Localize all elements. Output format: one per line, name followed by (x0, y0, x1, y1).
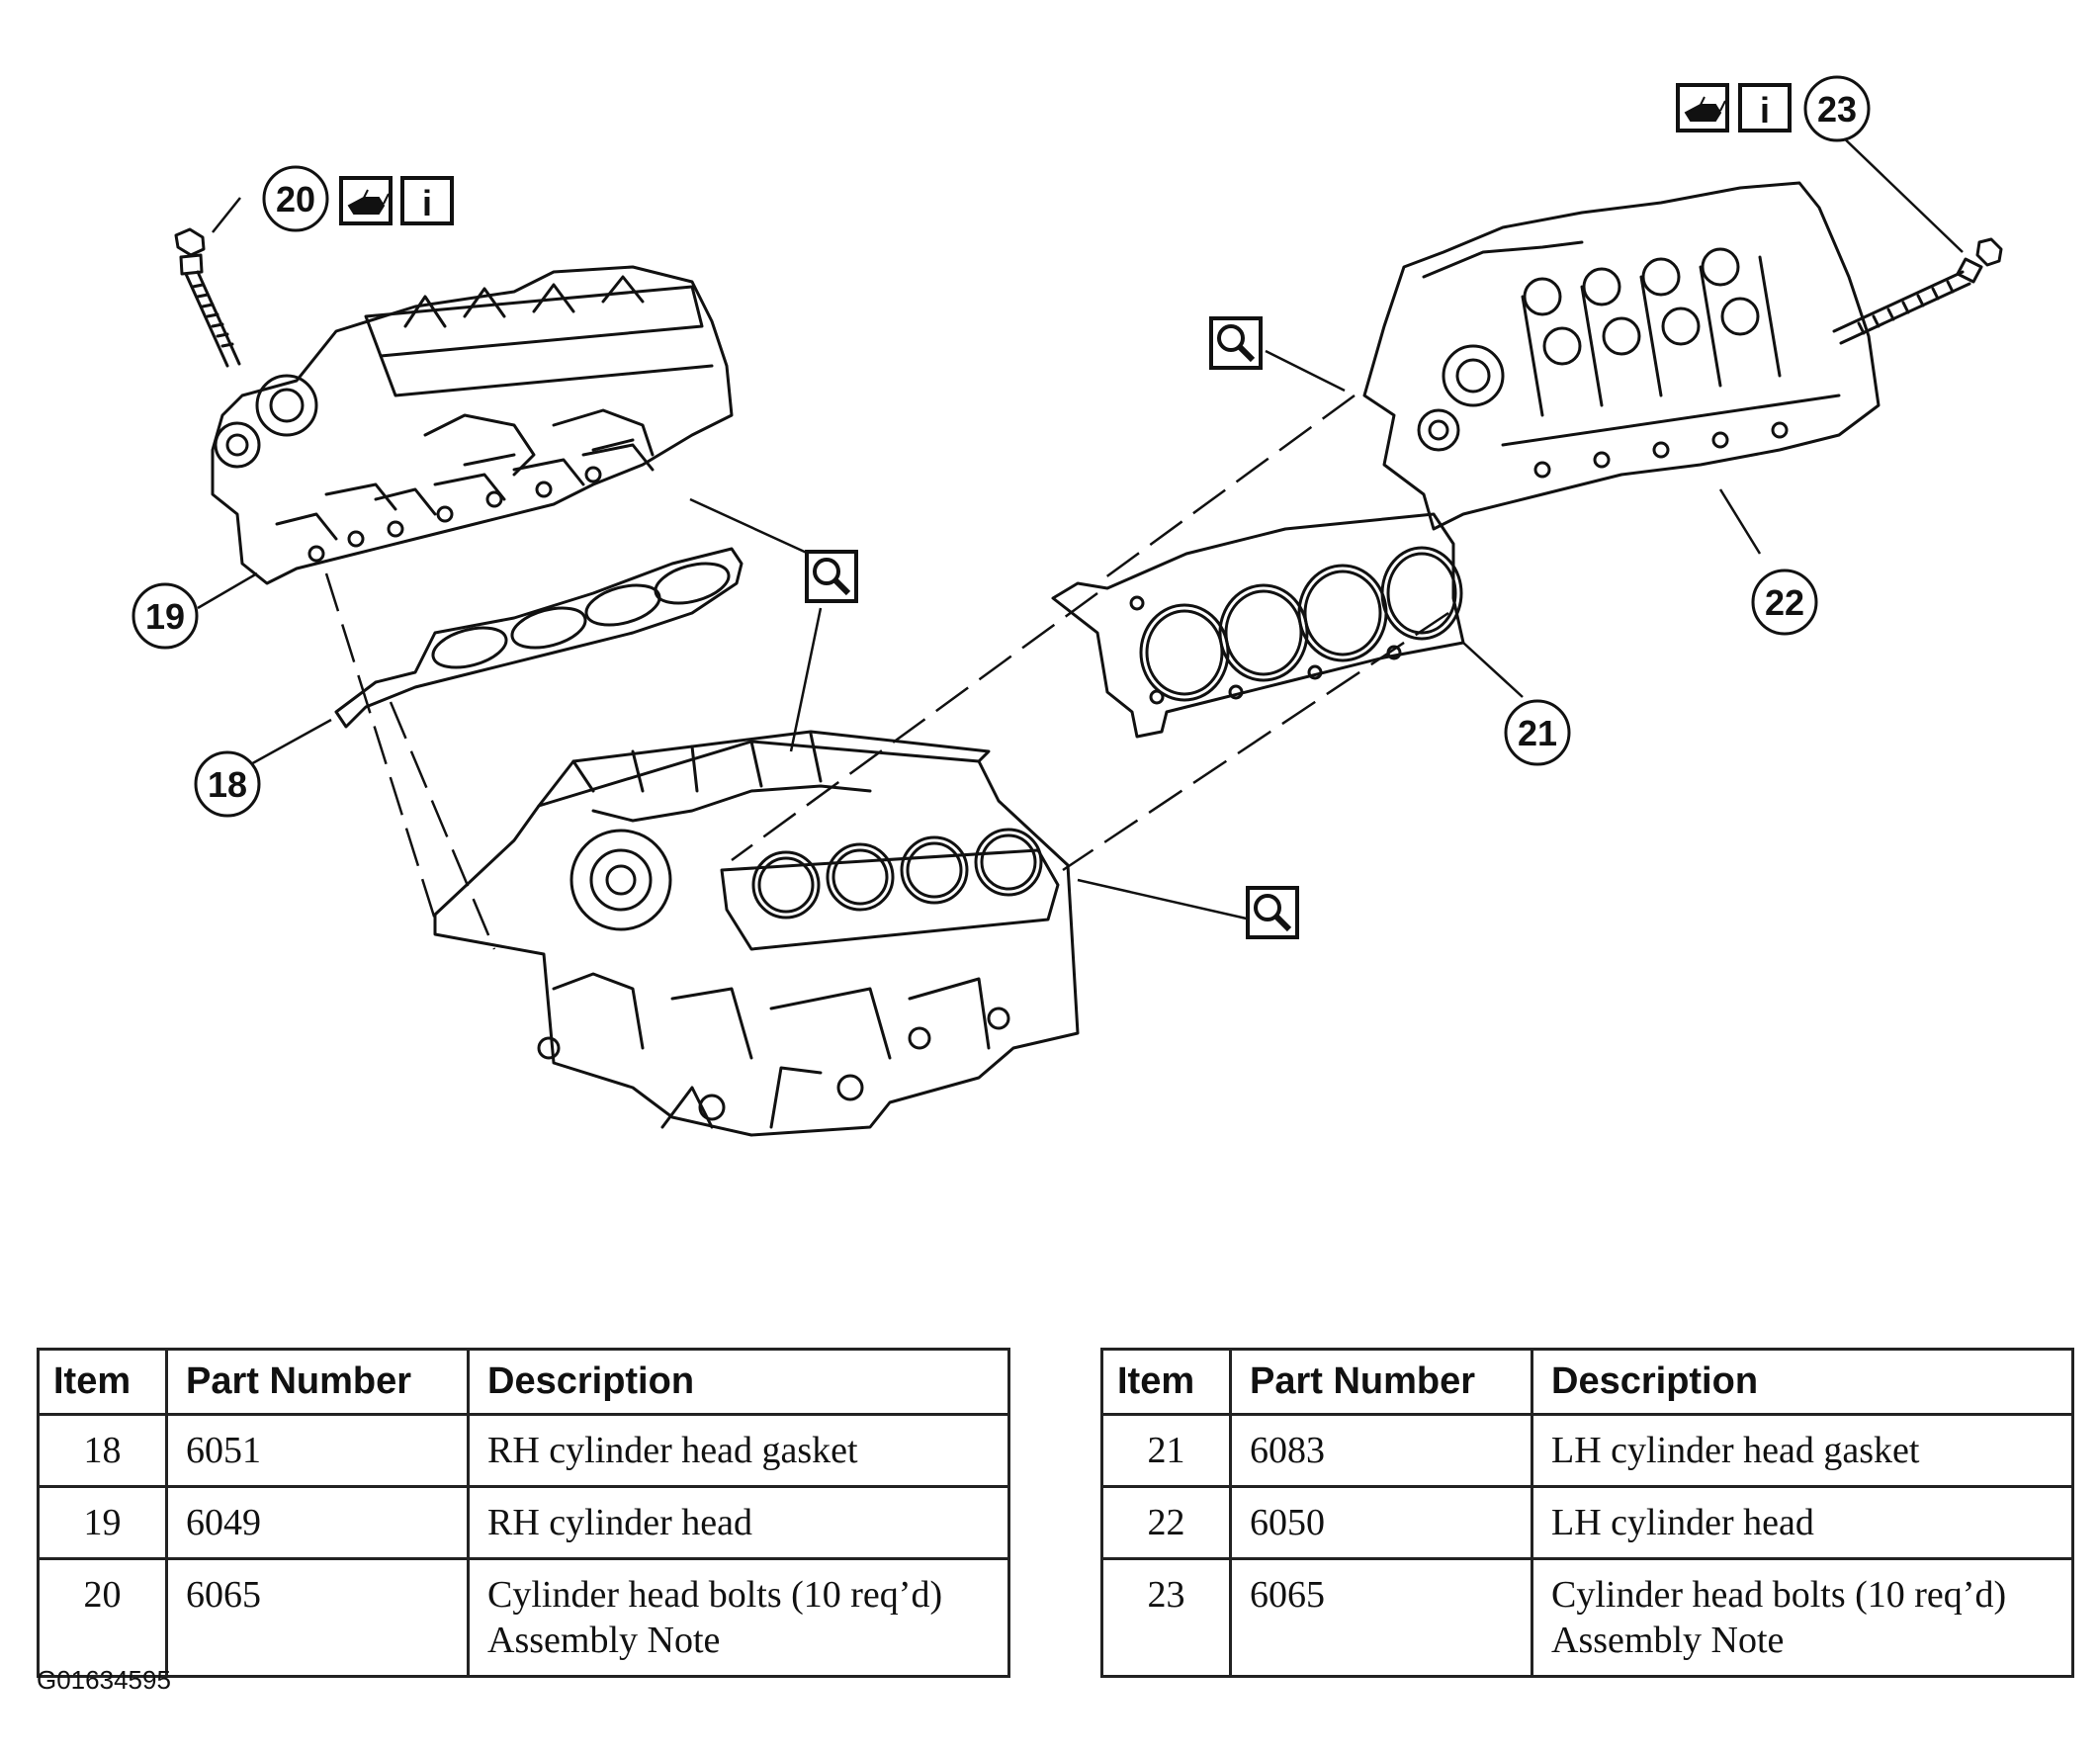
assembly-note-link[interactable]: Assembly Note (1551, 1620, 1785, 1661)
column-header-part-number: Part Number (165, 1348, 470, 1416)
leader-lines (197, 132, 1964, 950)
part-number-cell: 6065 (165, 1557, 470, 1678)
magnifier-icon (1246, 886, 1299, 939)
rh-head-bolt (174, 227, 241, 368)
callout-20-label: 20 (276, 179, 315, 219)
info-icon: i (1738, 83, 1792, 132)
description-cell: LH cylinder head (1531, 1485, 2074, 1560)
lh-head-gasket (1051, 512, 1465, 739)
callout-22-label: 22 (1765, 582, 1804, 623)
part-number-cell: 6083 (1229, 1413, 1533, 1488)
part-number-cell: 6049 (165, 1485, 470, 1560)
item-cell: 18 (37, 1413, 168, 1488)
parts-table-right: Item Part Number Description 21 6083 LH … (1100, 1348, 2074, 1678)
table-row: 18 6051 RH cylinder head gasket (37, 1413, 1010, 1488)
assembly-note-link[interactable]: Assembly Note (487, 1620, 721, 1661)
rh-cylinder-head (211, 265, 734, 585)
table-row: 20 6065 Cylinder head bolts (10 req’d) A… (37, 1557, 1010, 1678)
svg-text:i: i (1760, 90, 1770, 131)
column-header-description: Description (1531, 1348, 2074, 1416)
description-cell: LH cylinder head gasket (1531, 1413, 2074, 1488)
part-number-cell: 6065 (1229, 1557, 1533, 1678)
part-number-cell: 6051 (165, 1413, 470, 1488)
callout-23-label: 23 (1817, 89, 1857, 130)
description-cell: Cylinder head bolts (10 req’d) Assembly … (1531, 1557, 2074, 1678)
description-text: Cylinder head bolts (10 req’d) (487, 1574, 943, 1616)
callouts: 18 19 20 21 22 23 (131, 75, 1871, 818)
table-header-row: Item Part Number Description (1100, 1348, 2074, 1416)
oil-can-icon (339, 176, 393, 225)
column-header-part-number: Part Number (1229, 1348, 1533, 1416)
callout-19-label: 19 (145, 596, 185, 637)
callout-22: 22 (1751, 569, 1818, 636)
item-cell: 19 (37, 1485, 168, 1560)
callout-19: 19 (131, 582, 199, 650)
oil-can-icon (1676, 83, 1729, 132)
item-cell: 23 (1100, 1557, 1232, 1678)
description-cell: RH cylinder head (467, 1485, 1010, 1560)
description-text: Cylinder head bolts (10 req’d) (1551, 1574, 2007, 1616)
callout-21: 21 (1504, 699, 1571, 766)
callout-18: 18 (194, 750, 261, 818)
table-row: 23 6065 Cylinder head bolts (10 req’d) A… (1100, 1557, 2074, 1678)
magnifier-icon (805, 550, 858, 603)
description-cell: Cylinder head bolts (10 req’d) Assembly … (467, 1557, 1010, 1678)
column-header-item: Item (37, 1348, 168, 1416)
figure-id: G01634595 (37, 1665, 171, 1695)
callout-20: 20 (262, 165, 329, 232)
info-icon: i (400, 176, 454, 225)
column-header-description: Description (467, 1348, 1010, 1416)
lh-head-bolt (1832, 237, 2003, 345)
lh-cylinder-head (1362, 181, 1881, 531)
exploded-engine-diagram: 18 19 20 21 22 23 i (131, 75, 2003, 1137)
svg-text:i: i (422, 183, 432, 223)
item-cell: 22 (1100, 1485, 1232, 1560)
callout-18-label: 18 (208, 764, 247, 805)
rh-head-gasket (334, 547, 744, 729)
item-cell: 20 (37, 1557, 168, 1678)
parts-table-left: Item Part Number Description 18 6051 RH … (37, 1348, 1010, 1678)
callout-21-label: 21 (1518, 713, 1557, 753)
magnifier-icon (1209, 316, 1263, 370)
part-number-cell: 6050 (1229, 1485, 1533, 1560)
item-cell: 21 (1100, 1413, 1232, 1488)
table-row: 19 6049 RH cylinder head (37, 1485, 1010, 1560)
table-row: 21 6083 LH cylinder head gasket (1100, 1413, 2074, 1488)
description-cell: RH cylinder head gasket (467, 1413, 1010, 1488)
table-row: 22 6050 LH cylinder head (1100, 1485, 2074, 1560)
column-header-item: Item (1100, 1348, 1232, 1416)
engine-block (433, 730, 1080, 1137)
callout-23: 23 (1803, 75, 1871, 142)
table-header-row: Item Part Number Description (37, 1348, 1010, 1416)
